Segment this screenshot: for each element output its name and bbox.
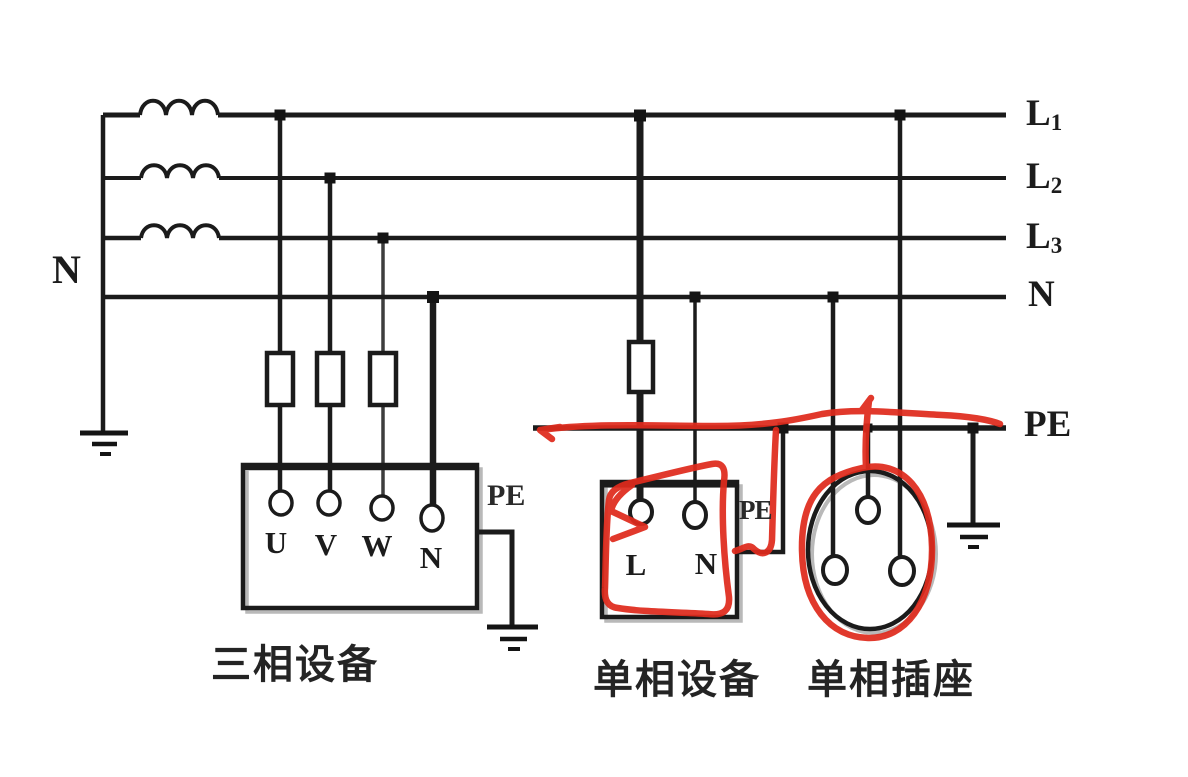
caption-three-phase-device: 三相设备: [211, 642, 379, 687]
junction-dots: [274, 109, 979, 434]
terminal-w: [369, 494, 395, 522]
coil-l3-icon: [139, 223, 221, 239]
coil-l2-icon: [139, 163, 221, 179]
junction-dot: [274, 109, 286, 121]
bus-label-l1-sub: 1: [1050, 110, 1063, 136]
pe-label-three-phase: PE: [487, 479, 526, 512]
junction-dot: [324, 172, 336, 184]
terminal-v: [316, 489, 342, 517]
fuse-icon-single-phase: [626, 339, 656, 395]
red-circle-around-socket: [798, 463, 936, 642]
fuse-icon-v: [314, 350, 346, 408]
bus-label-l1-base: L: [1026, 93, 1051, 134]
fuse-icon-u: [264, 350, 296, 408]
socket-pin-n: [821, 554, 849, 586]
fuses: [264, 339, 656, 408]
socket-pin-pe: [855, 495, 881, 525]
bus-label-l2-sub: 2: [1050, 173, 1063, 199]
socket-shadow: [810, 473, 938, 635]
source-coils: [138, 98, 221, 239]
junction-dot: [377, 232, 389, 244]
ground-icon-source: [80, 430, 128, 456]
junction-dot: [777, 422, 789, 434]
pe-label-single-phase: PE: [739, 495, 773, 525]
ground-icon-pe: [947, 522, 1000, 549]
bus-label-n: N: [1028, 274, 1055, 315]
terminal-label-v: V: [314, 527, 338, 562]
terminal-n-three-phase: [419, 503, 445, 533]
bus-lines: [100, 112, 1006, 433]
bus-label-l2: L2: [1026, 158, 1062, 198]
pe-branch-three-phase: [478, 529, 515, 625]
caption-single-phase-device: 单相设备: [593, 657, 761, 702]
pe-branch-single-phase: [737, 428, 786, 555]
coil-l1-icon: [138, 98, 220, 116]
red-pe-branch-trace: [731, 426, 780, 557]
junction-dot: [689, 291, 701, 303]
bus-label-l3-base: L: [1026, 216, 1051, 257]
junction-dot: [894, 109, 906, 121]
fuse-icon-w: [367, 350, 399, 408]
bus-label-pe: PE: [1024, 404, 1072, 445]
caption-single-phase-socket: 单相插座: [807, 657, 975, 702]
terminal-label-n1: N: [694, 546, 718, 581]
junction-dot: [634, 109, 646, 122]
bus-label-l2-base: L: [1026, 156, 1051, 197]
junction-dot: [427, 291, 439, 303]
ground-symbols: [80, 430, 1000, 651]
red-zigzag-scribble: [607, 481, 649, 543]
junction-dot: [827, 291, 839, 303]
terminals: [268, 489, 916, 587]
red-socket-pe-stroke: [858, 394, 875, 471]
terminal-label-w: W: [361, 528, 393, 563]
red-pe-bus-trace: [545, 407, 1004, 433]
red-annotations: [536, 394, 1004, 642]
red-box-around-single-phase-device: [601, 460, 733, 618]
bus-label-l3: L3: [1026, 218, 1062, 258]
bus-label-l1: L1: [1026, 95, 1062, 135]
ground-icon-three-phase: [487, 624, 538, 651]
junction-dot: [967, 422, 979, 434]
terminal-n-single-phase: [682, 500, 708, 530]
terminal-u: [268, 489, 294, 517]
source-neutral-label: N: [52, 247, 81, 292]
terminal-label-u: U: [264, 525, 288, 560]
terminal-label-l: L: [625, 547, 647, 582]
socket-pin-l: [888, 555, 916, 587]
terminal-label-n3: N: [419, 540, 443, 575]
bus-label-l3-sub: 3: [1050, 233, 1063, 259]
